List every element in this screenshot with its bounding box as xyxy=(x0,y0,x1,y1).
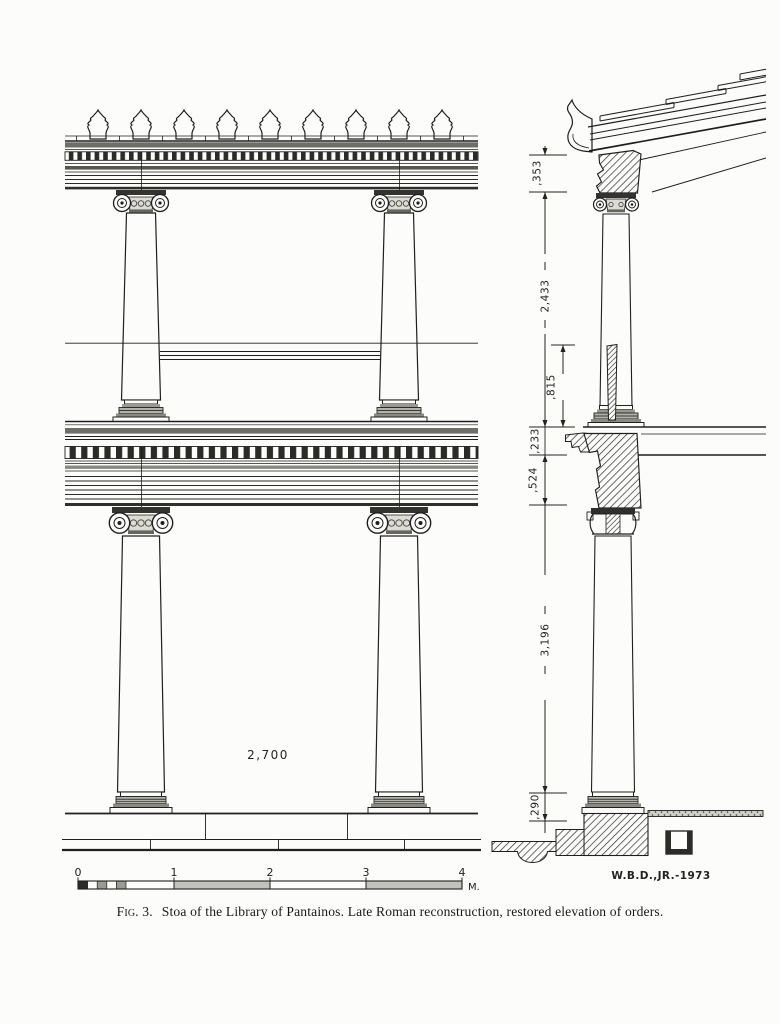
antefix-row xyxy=(87,109,453,140)
section-lower-entablature xyxy=(565,432,642,509)
lower-entablature xyxy=(64,428,479,507)
dim-label-353: ,353 xyxy=(532,160,544,186)
raking-sima-profile xyxy=(566,98,593,153)
section-upper-column xyxy=(587,193,645,428)
tile-joint-ticks xyxy=(76,136,464,141)
dim-label-2433: 2,433 xyxy=(540,279,552,312)
dentil-band-upper xyxy=(64,151,479,161)
section-roof xyxy=(566,68,767,193)
scale-tick-label-3: 3 xyxy=(363,866,370,879)
dim-label-524: ,524 xyxy=(528,467,540,493)
parapet-rail xyxy=(65,342,478,360)
section-parapet-post xyxy=(606,343,618,421)
figure-number-label: Fig. 3. xyxy=(116,904,153,919)
scale-bar-ticks xyxy=(77,877,463,889)
roof-tiles xyxy=(599,68,767,122)
entablature-block xyxy=(583,432,642,509)
upper-entablature xyxy=(64,135,479,190)
sima-band xyxy=(65,142,478,148)
dim-label-233: ,233 xyxy=(530,428,542,454)
section-upper-entablature-block xyxy=(595,149,642,194)
dimension-chain: ,353 2,433 ,815 ,233 ,524 3,196 ,290 xyxy=(528,146,575,833)
section-foundation xyxy=(491,810,764,864)
dimension-arrowheads xyxy=(542,148,566,821)
ground-line xyxy=(647,810,764,817)
section-lower-column xyxy=(581,508,645,814)
section-view xyxy=(491,68,767,864)
gutter-channel xyxy=(491,841,557,864)
figure-caption: Fig. 3. Stoa of the Library of Pantainos.… xyxy=(0,904,780,920)
scale-tick-label-4: 4 xyxy=(459,866,466,879)
section-upper-capital xyxy=(592,193,640,213)
upper-colonnade xyxy=(112,189,428,422)
caption-text: Stoa of the Library of Pantainos. Late R… xyxy=(161,904,664,919)
stylobate xyxy=(62,812,481,852)
beam-socket-detail xyxy=(665,830,693,855)
scale-unit-label: M. xyxy=(468,882,480,893)
upper-floor-line xyxy=(65,420,478,426)
dimension-ticks xyxy=(529,154,575,822)
signature-text: W.B.D.,JR.-1973 xyxy=(611,870,710,882)
section-lower-capital xyxy=(586,508,640,535)
scale-tick-label-2: 2 xyxy=(267,866,274,879)
dim-label-290: ,290 xyxy=(530,794,542,820)
scale-tick-label-0: 0 xyxy=(75,866,82,879)
elevation-view: 2,700 xyxy=(62,109,481,852)
scale-bar: 0 1 2 3 4 M. xyxy=(75,866,480,893)
dentil-band-lower xyxy=(64,446,479,459)
dim-label-815: ,815 xyxy=(546,374,558,400)
dim-label-3196: 3,196 xyxy=(540,623,552,656)
intercolumniation-label: 2,700 xyxy=(247,748,289,762)
cornice-band xyxy=(65,428,478,434)
section-floor-slab xyxy=(583,426,766,456)
scale-tick-label-1: 1 xyxy=(171,866,178,879)
dimension-lines xyxy=(544,146,564,833)
lower-colonnade xyxy=(108,506,432,814)
